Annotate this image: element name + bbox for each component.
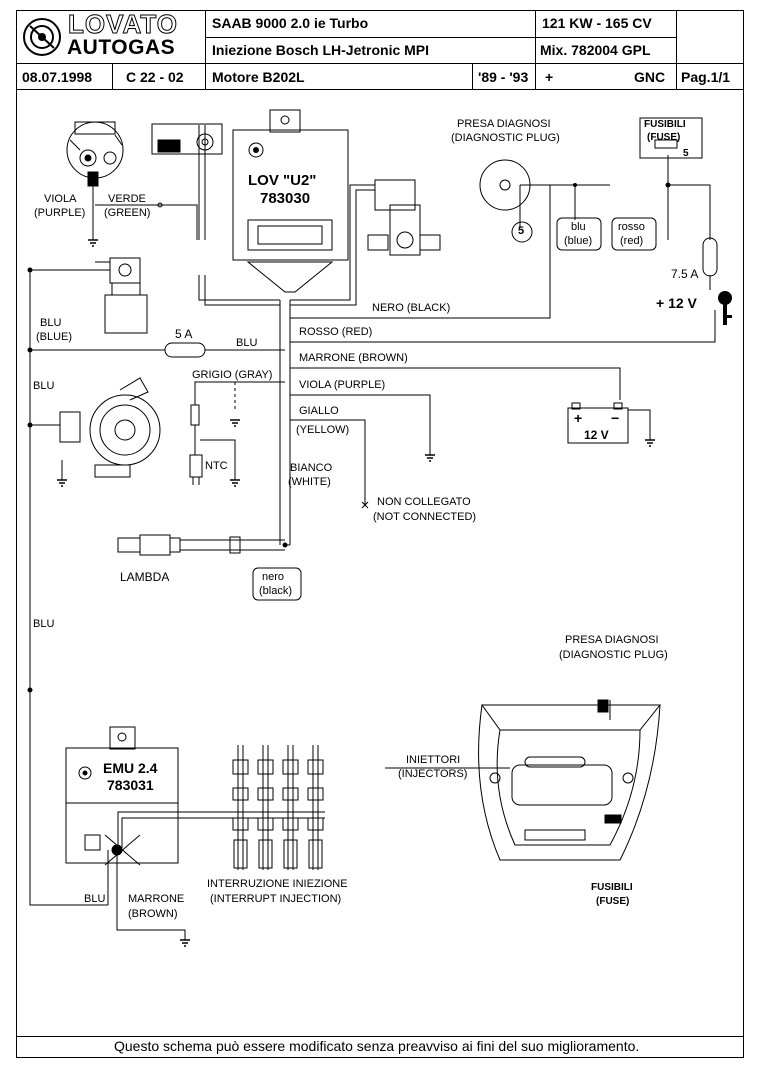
fusibili-bottom-label: FUSIBILI (591, 882, 633, 893)
presa-diagnosi-label: PRESA DIAGNOSI (457, 118, 551, 130)
switch-box-icon (151, 123, 223, 155)
marrone-bottom-label: MARRONE (128, 893, 185, 905)
giallo-label-en: (YELLOW) (296, 424, 350, 436)
fuse-75a-label: 7.5 A (671, 267, 699, 281)
plus-text: + (545, 69, 554, 85)
presa-diagnosi-bottom-label: PRESA DIAGNOSI (565, 634, 659, 646)
mix-text: Mix. 782004 GPL (540, 42, 651, 58)
distributor-icon (66, 121, 124, 187)
lambda-label: LAMBDA (120, 570, 170, 584)
blu-label: BLU (40, 317, 62, 329)
lov-code: 783030 (260, 190, 311, 207)
interruzione-label: INTERRUZIONE INIEZIONE (207, 878, 348, 890)
battery-plus-label: + (574, 410, 583, 426)
blu-left-label: BLU (33, 380, 55, 392)
blu-small-label: blu (571, 221, 586, 233)
reducer-icon (59, 377, 161, 478)
rosso-small-label: rosso (618, 221, 645, 233)
code-text: C 22 - 02 (126, 69, 184, 85)
battery-icon (567, 402, 629, 444)
page-cell (676, 63, 744, 90)
bianco-label: BIANCO (290, 462, 333, 474)
blu-main-wire (29, 270, 108, 906)
fusibili-box (639, 117, 703, 159)
fuse-element-icon (654, 139, 678, 149)
fuse-75a-icon (702, 237, 718, 277)
fuel-text: GNC (634, 69, 666, 85)
emu-module-icon (65, 726, 179, 866)
battery-voltage-label: 12 V (584, 428, 609, 442)
rosso-small-label-en: (red) (620, 235, 644, 247)
marrone-brown-label: MARRONE (BROWN) (299, 352, 408, 364)
iniettori-label: INIETTORI (406, 754, 461, 766)
years-text: '89 - '93 (478, 69, 529, 85)
plug-pin-label: 5 (518, 225, 525, 237)
ntc-sensor-icon (189, 404, 203, 485)
lov-title: LOV "U2" (248, 172, 317, 189)
not-connected-label: (NOT CONNECTED) (373, 511, 477, 523)
lambda-probe-icon (117, 534, 241, 556)
nero-label-box (252, 567, 302, 601)
blu-small-label-en: (blue) (564, 235, 593, 247)
brand-bottom: AUTOGAS (67, 36, 176, 59)
footer (16, 1036, 744, 1058)
injection-text: Iniezione Bosch LH-Jetronic MPI (212, 42, 430, 58)
verde-label-en: (GREEN) (104, 207, 151, 219)
emu-code: 783031 (107, 777, 154, 793)
interrupt-label: (INTERRUPT INJECTION) (210, 893, 342, 905)
blu-bottom-label: BLU (84, 893, 106, 905)
blu-mid-label: BLU (33, 618, 55, 630)
diagnostic-plug-label: (DIAGNOSTIC PLUG) (451, 132, 560, 144)
fuse-5a-label: 5 A (175, 327, 193, 341)
fuse-pin-label: 5 (683, 148, 689, 159)
engine-bay-icon (478, 699, 662, 861)
emu-title: EMU 2.4 (103, 760, 158, 776)
brown-bottom-label: (BROWN) (128, 908, 178, 920)
blu-line-label: BLU (236, 337, 258, 349)
engine-text: Motore B202L (212, 69, 305, 85)
nero-small-label: nero (262, 571, 285, 583)
diagnostic-plug-icon (479, 159, 533, 243)
blu-label-en: (BLUE) (36, 331, 73, 343)
battery-minus-label: − (611, 410, 620, 426)
giallo-label: GIALLO (299, 405, 339, 417)
model-text: SAAB 9000 2.0 ie Turbo (212, 15, 369, 31)
ntc-label: NTC (205, 460, 228, 472)
nero-small-label-en: (black) (259, 585, 293, 597)
rosso-label-box (611, 217, 657, 251)
footer-note: Questo schema può essere modificato senz… (114, 1038, 640, 1054)
grigio-label: GRIGIO (GRAY) (192, 369, 273, 381)
page-text: Pag.1/1 (681, 69, 731, 85)
rosso-red-label: ROSSO (RED) (299, 326, 373, 338)
diagnostic-plug-bottom-label: (DIAGNOSTIC PLUG) (559, 649, 668, 661)
solenoid-valve-icon (95, 257, 148, 334)
injector-connectors-icon (232, 745, 324, 870)
injectors-label: (INJECTORS) (398, 768, 468, 780)
power-text: 121 KW - 165 CV (542, 15, 652, 31)
viola-purple-label: VIOLA (PURPLE) (299, 379, 386, 391)
verde-label: VERDE (108, 193, 146, 205)
lov-u2-module-icon (232, 109, 349, 293)
fuse-label: (FUSE) (647, 132, 681, 143)
date-text: 08.07.1998 (22, 69, 93, 85)
viola-label-en: (PURPLE) (34, 207, 86, 219)
non-collegato-label: NON COLLEGATO (377, 496, 471, 508)
fuse-5a-icon (164, 342, 206, 358)
blu-label-box (556, 217, 602, 251)
viola-label: VIOLA (44, 193, 77, 205)
fusibili-label: FUSIBILI (644, 119, 686, 130)
plus-12v-label: + 12 V (656, 295, 697, 311)
brand-top: LOVATO (68, 9, 178, 40)
gas-valve-icon (367, 179, 441, 256)
bianco-label-en: (WHITE) (288, 476, 331, 488)
nero-black-label: NERO (BLACK) (372, 302, 451, 314)
key-icon (718, 291, 732, 325)
fuse-bottom-label: (FUSE) (596, 896, 630, 907)
